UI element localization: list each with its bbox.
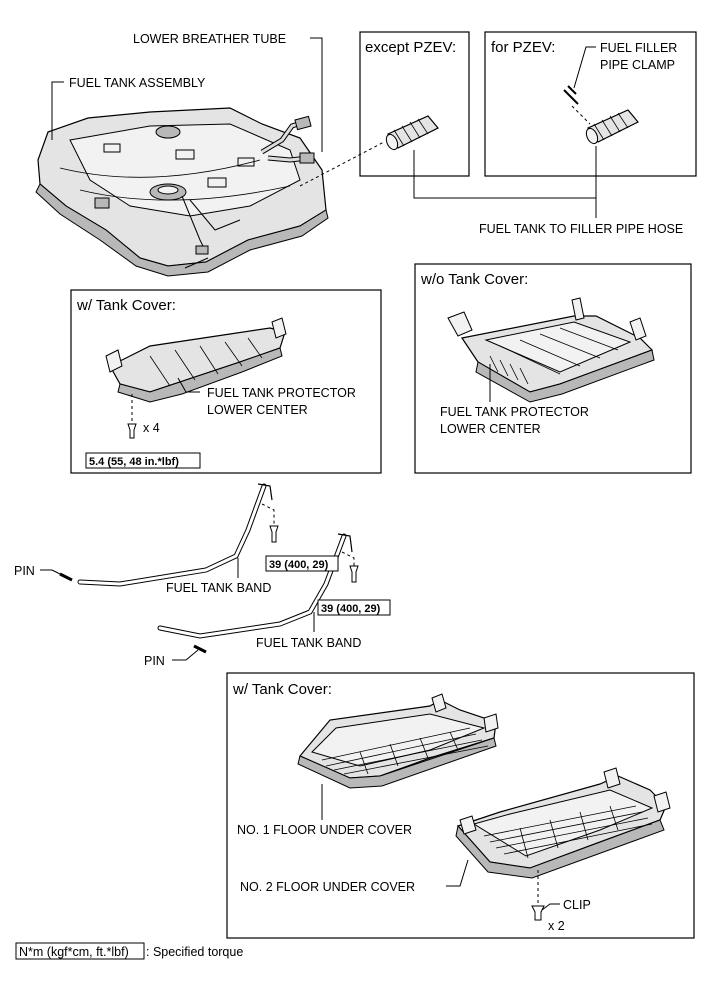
torque-box-band-2 — [317, 599, 391, 616]
torque-box-band-1 — [265, 555, 339, 572]
label-fuel-tank-band-1: FUEL TANK BAND — [166, 581, 271, 595]
pin-2-icon — [193, 644, 207, 654]
torque-band-2: 39 (400, 29) — [321, 603, 381, 615]
label-fuel-tank-band-2: FUEL TANK BAND — [256, 636, 361, 650]
label-for-pzev: for PZEV: — [491, 39, 555, 56]
leader-clip — [541, 903, 560, 911]
torque-band-1: 39 (400, 29) — [269, 559, 329, 571]
leader-lower-breather-tube — [310, 37, 323, 152]
label-protector-wo-line1: FUEL TANK PROTECTOR — [440, 405, 589, 419]
torque-box-protector — [85, 452, 201, 469]
label-w-tank-cover: w/ Tank Cover: — [76, 297, 176, 314]
fuel-tank-band-2-illustration — [157, 533, 353, 639]
clip-icon — [531, 905, 545, 921]
w-tank-cover-floor-box — [226, 672, 695, 939]
torque-protector: 5.4 (55, 48 in.*lbf) — [89, 456, 179, 468]
label-clip-count: x 2 — [548, 919, 565, 933]
no2-floor-under-cover-illustration — [455, 767, 671, 879]
for-pzev-box — [484, 31, 697, 177]
wo-tank-cover-box — [414, 263, 692, 474]
dash-band-bolt-1 — [261, 503, 275, 524]
label-fuel-tank-assembly: FUEL TANK ASSEMBLY — [69, 76, 206, 90]
label-fuel-tank-to-filler-pipe-hose: FUEL TANK TO FILLER PIPE HOSE — [479, 222, 683, 236]
fuel-tank-protector-lower-center-wo-cover — [447, 297, 655, 403]
fuel-tank-band-1-illustration — [77, 483, 273, 587]
label-protector-line1: FUEL TANK PROTECTOR — [207, 386, 356, 400]
label-no2-floor-under-cover: NO. 2 FLOOR UNDER COVER — [240, 880, 415, 894]
leader-pin-2 — [172, 649, 199, 661]
legend-torque-box — [15, 942, 145, 960]
label-pin-2: PIN — [144, 654, 165, 668]
label-lower-breather-tube: LOWER BREATHER TUBE — [133, 32, 286, 46]
w-tank-cover-protector-box — [70, 289, 382, 474]
dash-band-bolt-2 — [341, 551, 355, 572]
label-protector-wo-line2: LOWER CENTER — [440, 422, 541, 436]
leader-fuel-tank-to-filler-pipe-hose — [413, 146, 597, 218]
label-wo-tank-cover: w/o Tank Cover: — [420, 271, 528, 288]
no1-floor-under-cover-illustration — [297, 693, 499, 789]
label-w-tank-cover-2: w/ Tank Cover: — [232, 681, 332, 698]
protector-bolt-icon — [127, 423, 137, 439]
leader-no2-floor-under-cover — [446, 859, 469, 887]
label-pin-1: PIN — [14, 564, 35, 578]
leader-fuel-tank-protector-w-cover — [177, 377, 200, 393]
label-protector-line2: LOWER CENTER — [207, 403, 308, 417]
band-bolt-2-icon — [349, 565, 359, 583]
label-fuel-filler-pipe-clamp-line1: FUEL FILLER — [600, 41, 677, 55]
leader-fuel-filler-pipe-clamp — [573, 46, 596, 89]
leader-pin-1 — [40, 569, 65, 577]
label-no1-floor-under-cover: NO. 1 FLOOR UNDER COVER — [237, 823, 412, 837]
dash-hose-to-tank — [299, 141, 385, 187]
label-clip: CLIP — [563, 898, 591, 912]
leader-fuel-tank-assembly — [51, 81, 64, 140]
legend-unit: N*m (kgf*cm, ft.*lbf) — [19, 945, 129, 959]
dash-clamp-to-hose — [571, 105, 591, 125]
legend-description: : Specified torque — [146, 945, 243, 959]
fuel-filler-pipe-clamp-illustration — [563, 85, 579, 105]
label-fuel-filler-pipe-clamp-line2: PIPE CLAMP — [600, 58, 675, 72]
label-except-pzev: except PZEV: — [365, 39, 456, 56]
filler-pipe-hose-except-pzev — [385, 115, 439, 151]
band-bolt-1-icon — [269, 525, 279, 543]
label-protector-bolt-count: x 4 — [143, 421, 160, 435]
fuel-tank-assembly-illustration — [35, 107, 329, 277]
fuel-tank-protector-lower-center-w-cover — [105, 317, 287, 403]
filler-pipe-hose-for-pzev — [585, 109, 639, 145]
